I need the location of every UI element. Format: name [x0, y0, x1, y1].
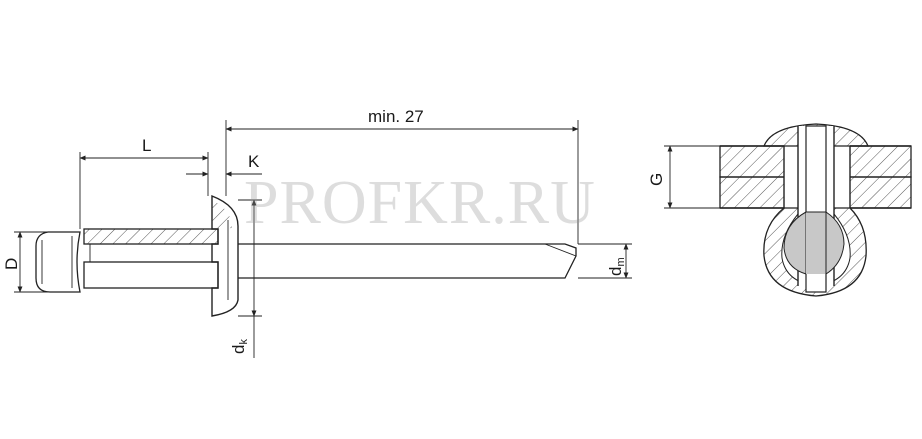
- installed-rivet-section: G: [647, 123, 912, 297]
- label-length: L: [142, 136, 151, 155]
- mandrel-remnant: [783, 211, 807, 275]
- label-min-length: min. 27: [368, 107, 424, 126]
- label-head-height: K: [248, 152, 260, 171]
- label-mandrel-diameter: dm: [606, 257, 627, 276]
- mandrel-shank: [238, 243, 577, 279]
- rivet-sleeve-body: [83, 261, 219, 289]
- label-head-diameter: dk: [229, 339, 250, 354]
- rivet-sleeve-section: [83, 228, 219, 245]
- rivet-flange-head: [211, 194, 239, 317]
- label-body-diameter: D: [2, 258, 21, 270]
- mandrel-head: [35, 231, 81, 293]
- rivet-side-view: L K min. 27 D dk dm: [2, 107, 632, 358]
- label-grip: G: [647, 173, 666, 186]
